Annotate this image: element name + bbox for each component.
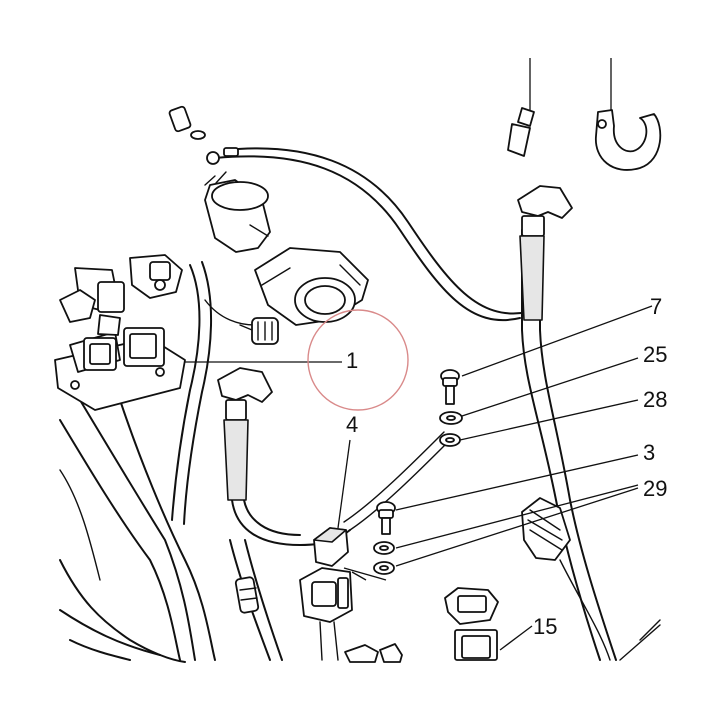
callout-15: 15 <box>533 614 557 639</box>
right-clamp <box>517 185 573 321</box>
callout-1: 1 <box>346 348 358 373</box>
small-plug <box>239 317 279 345</box>
relay-4 <box>313 527 349 567</box>
callout-7: 7 <box>650 294 662 319</box>
bolt-7 <box>440 369 460 405</box>
inline-connector <box>234 576 260 614</box>
ignition-coil <box>204 171 271 253</box>
washer-29-a <box>373 541 395 555</box>
bolt-3 <box>376 501 396 535</box>
bottom-misc-parts <box>69 619 661 663</box>
callout-25: 25 <box>643 342 667 367</box>
relay-connectors <box>59 254 183 336</box>
clip-detail <box>595 58 662 171</box>
fuse-relay-box <box>54 327 186 411</box>
wiring-bundles <box>59 147 617 663</box>
highlight-circle <box>307 309 409 411</box>
top-terminal-parts <box>168 105 239 165</box>
callout-leaders <box>185 305 653 651</box>
frame-edge <box>619 624 661 661</box>
washer-28 <box>439 433 461 447</box>
washer-29-b <box>373 561 395 575</box>
harness-connector-right <box>521 497 571 561</box>
coil-bracket <box>254 247 369 326</box>
callout-4: 4 <box>346 412 358 437</box>
callout-3: 3 <box>643 440 655 465</box>
fuse-holder-15 <box>444 587 499 661</box>
callout-labels: 1 4 7 25 28 3 29 15 <box>346 294 667 639</box>
washer-25 <box>439 411 463 425</box>
callout-29: 29 <box>643 476 667 501</box>
center-clamp <box>217 367 273 501</box>
terminal-detail <box>507 58 535 157</box>
relay-socket <box>299 567 387 661</box>
callout-28: 28 <box>643 387 667 412</box>
